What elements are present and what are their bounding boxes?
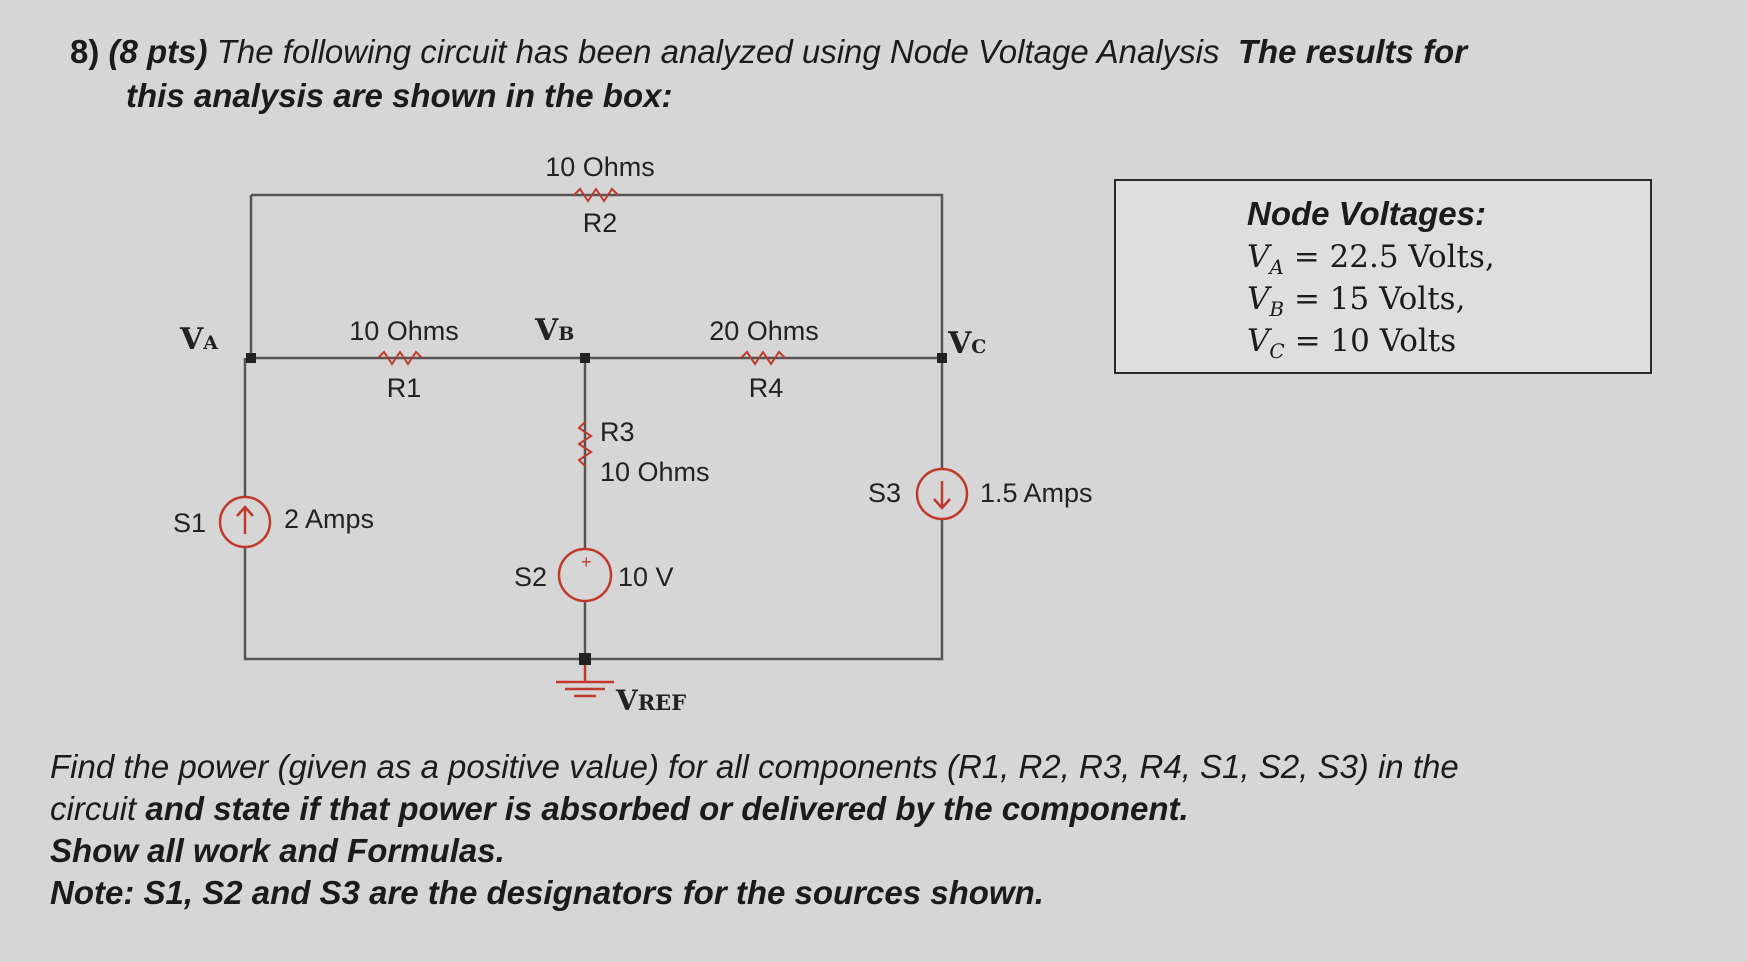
result-vb: VB = 15 Volts, bbox=[1247, 281, 1466, 322]
s2-name-label: S2 bbox=[514, 562, 547, 592]
r3-name-label: R3 bbox=[600, 417, 635, 447]
source-s1 bbox=[218, 495, 272, 549]
instructions: Find the power (given as a positive valu… bbox=[50, 746, 1720, 914]
instruction-line3: Show all work and Formulas. bbox=[50, 832, 505, 869]
source-s2: + bbox=[557, 547, 613, 603]
question-points: (8 pts) bbox=[108, 33, 208, 70]
node-label-vc: VC bbox=[947, 326, 986, 361]
question-line2: this analysis are shown in the box: bbox=[126, 77, 673, 114]
node-dot-vb bbox=[580, 353, 590, 363]
node-dot-va bbox=[246, 353, 256, 363]
instruction-line1: Find the power (given as a positive valu… bbox=[50, 748, 1459, 785]
question-header: 8) (8 pts) The following circuit has bee… bbox=[70, 30, 1670, 118]
resistor-r1 bbox=[377, 350, 423, 366]
node-dot-vc bbox=[937, 353, 947, 363]
node-label-vref: VREF bbox=[615, 684, 686, 717]
node-label-vb: VB bbox=[534, 313, 574, 348]
resistor-r4 bbox=[740, 350, 786, 366]
s2-value-label: 10 V bbox=[618, 562, 674, 592]
node-dot-vref bbox=[579, 653, 591, 665]
question-text: The following circuit has been analyzed … bbox=[216, 33, 1220, 70]
question-number: 8) bbox=[70, 33, 100, 70]
resistor-r2 bbox=[573, 187, 619, 203]
source-s3 bbox=[915, 467, 969, 521]
node-dots bbox=[246, 353, 947, 665]
s2-polarity: + bbox=[581, 552, 592, 572]
wires bbox=[243, 193, 944, 661]
results-title: Node Voltages: bbox=[1247, 195, 1486, 232]
ground-icon bbox=[556, 665, 614, 698]
r2-value-label: 10 Ohms bbox=[545, 152, 655, 182]
outer-loop-wire bbox=[243, 193, 944, 661]
r3-value-label: 10 Ohms bbox=[600, 457, 710, 487]
r2-name-label: R2 bbox=[583, 208, 618, 238]
question-bold-tail: The results for bbox=[1237, 33, 1468, 70]
r4-value-label: 20 Ohms bbox=[709, 316, 819, 346]
result-vc: VC = 10 Volts bbox=[1247, 323, 1457, 364]
r4-name-label: R4 bbox=[749, 373, 784, 403]
node-label-va: VA bbox=[179, 322, 218, 357]
resistor-r3 bbox=[577, 421, 593, 467]
result-va: VA = 22.5 Volts, bbox=[1247, 239, 1495, 280]
results-box: Node Voltages: VA = 22.5 Volts, VB = 15 … bbox=[1114, 179, 1652, 374]
s3-value-label: 1.5 Amps bbox=[980, 478, 1093, 508]
r1-value-label: 10 Ohms bbox=[349, 316, 459, 346]
instruction-line4: Note: S1, S2 and S3 are the designators … bbox=[50, 874, 1044, 911]
s3-name-label: S3 bbox=[868, 478, 901, 508]
s1-value-label: 2 Amps bbox=[284, 504, 374, 534]
resistors bbox=[377, 187, 786, 467]
instruction-line2: circuit and state if that power is absor… bbox=[50, 790, 1189, 827]
s1-name-label: S1 bbox=[173, 508, 206, 538]
r1-name-label: R1 bbox=[387, 373, 422, 403]
